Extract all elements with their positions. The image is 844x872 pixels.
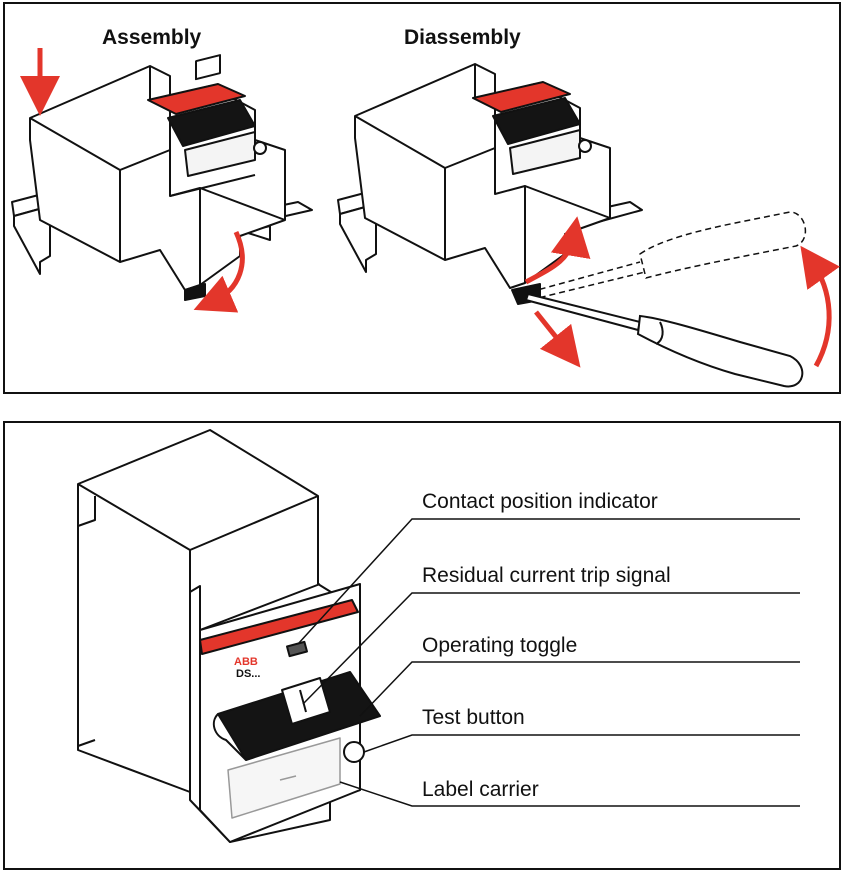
curved-arrow-icon xyxy=(800,245,840,368)
label-carrier xyxy=(227,737,341,819)
brand-strip xyxy=(472,81,571,113)
leader-lines xyxy=(297,518,800,807)
callout-label-carrier: Label carrier xyxy=(422,778,539,801)
curved-arrow-icon xyxy=(524,216,591,285)
disassembly-title: Diassembly xyxy=(404,26,521,49)
toggle-lever xyxy=(195,54,221,81)
curved-arrow-icon xyxy=(193,230,245,313)
brand-strip xyxy=(147,83,246,115)
assembly-arrows xyxy=(20,48,245,313)
screwdriver-ghost xyxy=(529,211,807,301)
toggle-block xyxy=(167,99,256,147)
toggle-block xyxy=(492,97,581,145)
callout-contact-position-indicator: Contact position indicator xyxy=(422,490,658,513)
screwdriver-icon xyxy=(524,292,804,388)
disassembly-illustration xyxy=(337,63,643,305)
assembly-illustration xyxy=(11,54,313,301)
model-label: DS... xyxy=(236,668,261,680)
test-button xyxy=(578,139,592,153)
brand-logo: ABB xyxy=(234,656,258,668)
brand-strip xyxy=(199,599,359,655)
callout-operating-toggle: Operating toggle xyxy=(422,634,578,657)
test-button xyxy=(343,741,365,763)
arrow-down-icon xyxy=(534,310,581,368)
label-carrier xyxy=(509,129,581,175)
assembly-title: Assembly xyxy=(102,26,202,49)
disassembly-arrows xyxy=(524,216,840,368)
device-illustration xyxy=(77,429,381,843)
callout-test-button: Test button xyxy=(422,706,525,729)
label-carrier xyxy=(184,131,256,177)
test-button xyxy=(253,141,267,155)
contact-position-indicator xyxy=(286,640,308,658)
callout-residual-current-trip-signal: Residual current trip signal xyxy=(422,564,671,587)
